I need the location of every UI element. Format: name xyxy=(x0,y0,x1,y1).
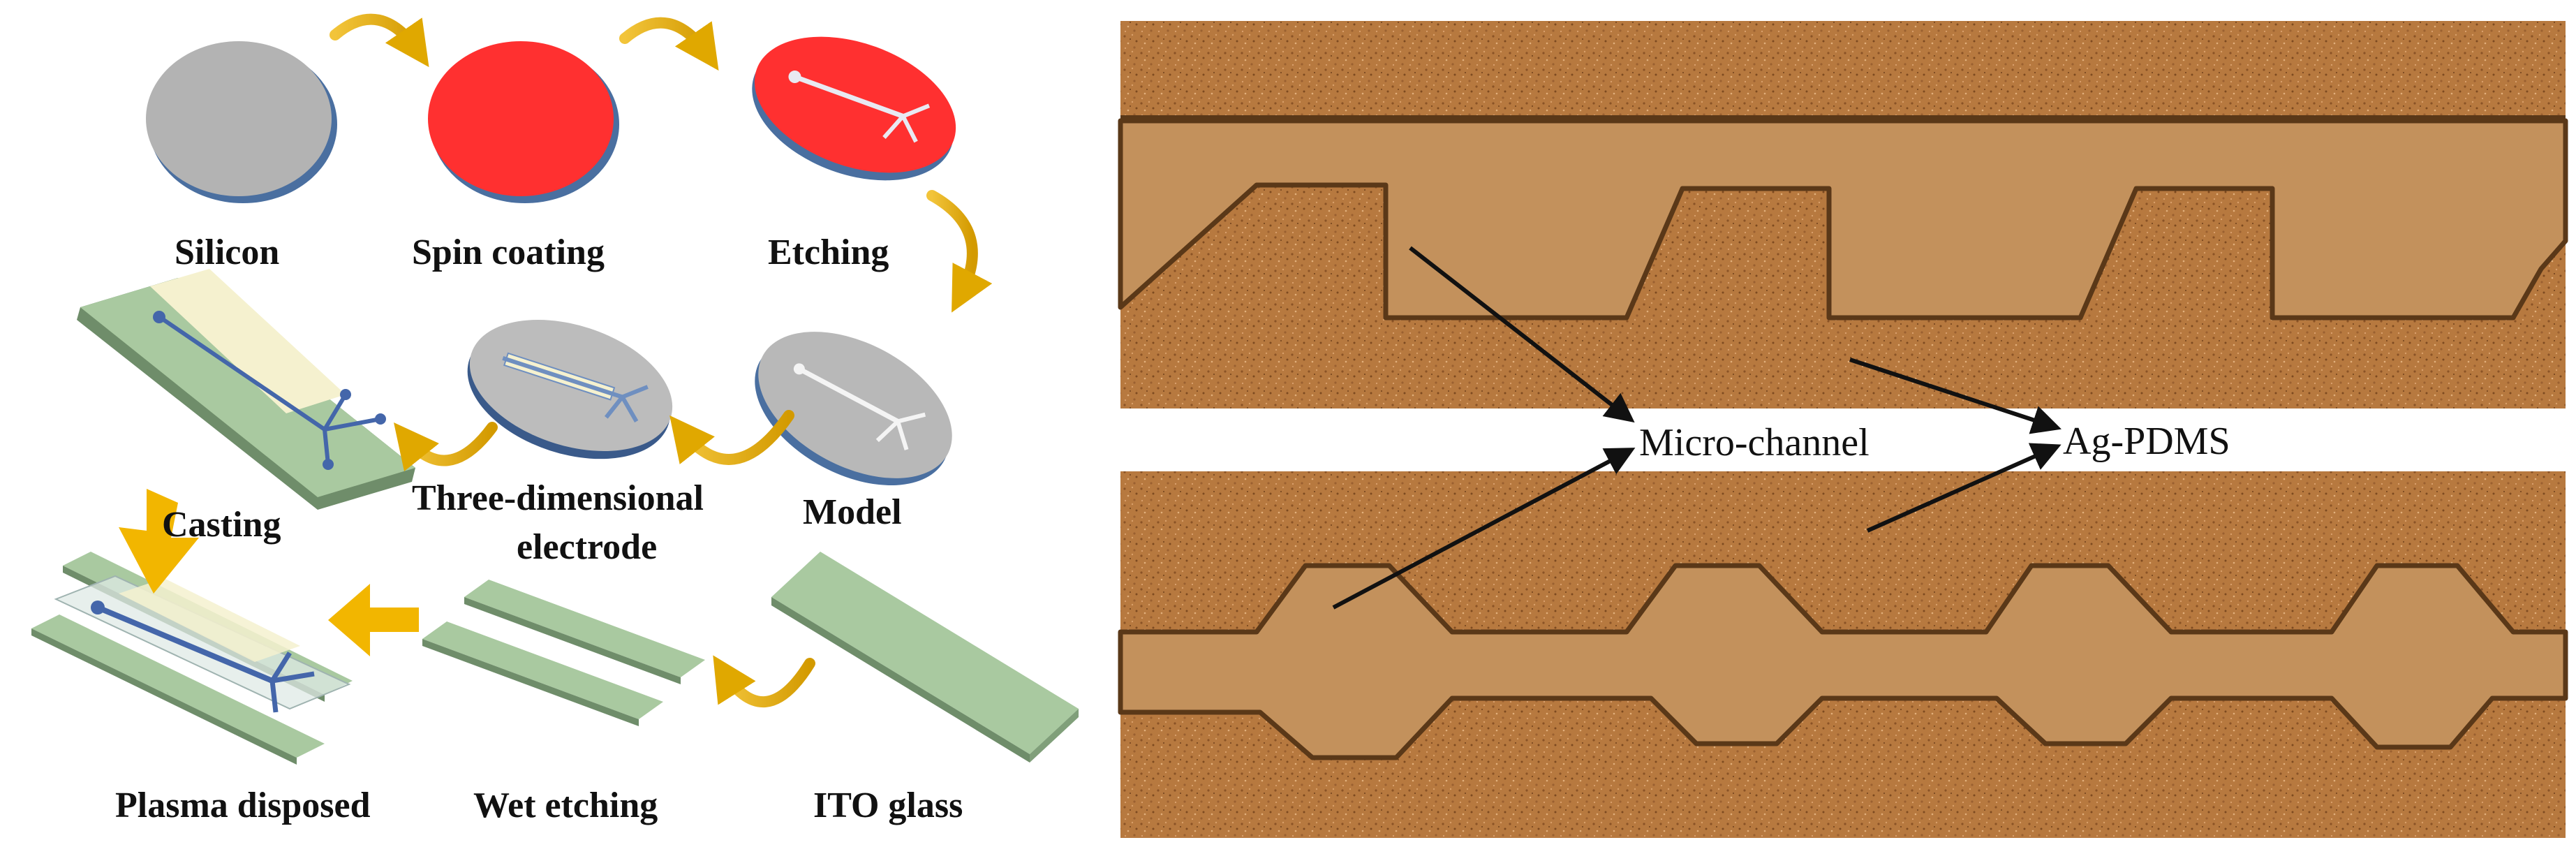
electrode-wafer-icon xyxy=(467,319,673,459)
plasma-disposed-label: Plasma disposed xyxy=(115,786,371,825)
arrow-electrode-to-casting-icon xyxy=(393,422,498,471)
etched-wafer-icon xyxy=(752,36,956,181)
three-dimensional-label: Three-dimensional xyxy=(412,478,704,518)
wet-etched-strips-icon xyxy=(422,580,705,726)
micro-channel-label: Micro-channel xyxy=(1639,421,1870,464)
process-panel: Silicon Spin coating Etching Casting Thr… xyxy=(31,13,1079,825)
arrow-spin-to-etching-icon xyxy=(619,17,719,71)
bottom-micrograph xyxy=(1118,471,2568,838)
arrow-ito-to-wet-icon xyxy=(713,655,815,708)
spin-coated-wafer-icon xyxy=(428,41,619,203)
casting-down-arrow-icon xyxy=(119,489,199,594)
agpdms-top-arrow-icon xyxy=(1849,358,2061,434)
ito-glass-label: ITO glass xyxy=(813,786,963,825)
bonded-chip-icon xyxy=(31,552,353,765)
model-wafer-icon xyxy=(755,332,952,486)
microchannel-top-arrow-icon xyxy=(1409,246,1635,423)
arrow-silicon-to-spin-icon xyxy=(330,13,429,68)
spin-coating-label: Spin coating xyxy=(412,233,605,272)
pointer-arrows xyxy=(1332,246,2061,610)
ag-pdms-label: Ag-PDMS xyxy=(2063,420,2230,463)
microchannel-bottom-arrow-icon xyxy=(1332,448,1636,610)
ito-glass-icon xyxy=(771,552,1079,763)
arrow-model-to-electrode-icon xyxy=(669,410,794,465)
cast-chip-icon xyxy=(77,269,415,510)
micrograph-panel: Micro-channel Ag-PDMS xyxy=(1118,21,2568,838)
arrow-etching-to-model-icon xyxy=(926,190,993,313)
electrode-label: electrode xyxy=(517,527,657,567)
agpdms-bottom-arrow-icon xyxy=(1866,443,2061,533)
silicon-wafer-icon xyxy=(146,41,337,203)
wet-to-plasma-arrow-icon xyxy=(328,584,419,656)
model-label: Model xyxy=(803,492,902,532)
bottom-channel-path xyxy=(1118,563,2568,760)
wet-etching-label: Wet etching xyxy=(473,786,658,825)
top-channel-path xyxy=(1118,118,2568,321)
etching-label: Etching xyxy=(768,233,889,272)
top-micrograph xyxy=(1118,21,2568,408)
silicon-label: Silicon xyxy=(175,233,279,272)
casting-label: Casting xyxy=(162,505,281,545)
process-arrows xyxy=(330,13,993,708)
